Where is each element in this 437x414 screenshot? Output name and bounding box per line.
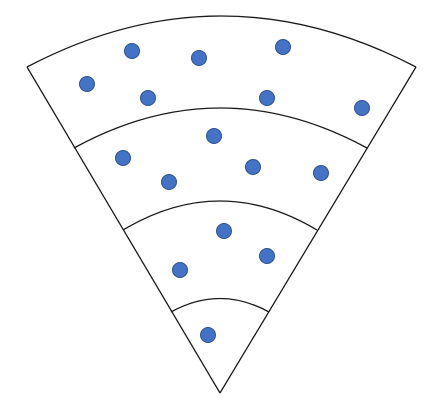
dot-band-2-1 (206, 128, 222, 144)
band-divider-arc-2 (122, 200, 318, 231)
dot-band-1-7 (354, 100, 370, 116)
dot-band-2-4 (161, 174, 177, 190)
dot-band-4-1 (200, 327, 216, 343)
dot-band-2-3 (245, 159, 261, 175)
dot-band-1-5 (140, 90, 156, 106)
dot-band-3-2 (259, 248, 275, 264)
sector-outline (26, 15, 417, 394)
dot-band-1-2 (191, 50, 207, 66)
right-edge (219, 66, 417, 394)
band-divider-arc-1 (73, 107, 368, 149)
dot-band-3-3 (172, 262, 188, 278)
outer-arc (26, 15, 417, 68)
dot-band-2-5 (313, 165, 329, 181)
band-divider-arc-3 (170, 297, 270, 313)
dot-band-1-1 (124, 43, 140, 59)
dot-band-3-1 (216, 223, 232, 239)
dot-band-2-2 (115, 150, 131, 166)
dot-band-1-3 (275, 39, 291, 55)
dot-band-1-4 (79, 76, 95, 92)
dot-band-1-6 (259, 90, 275, 106)
dots-group (79, 39, 370, 343)
